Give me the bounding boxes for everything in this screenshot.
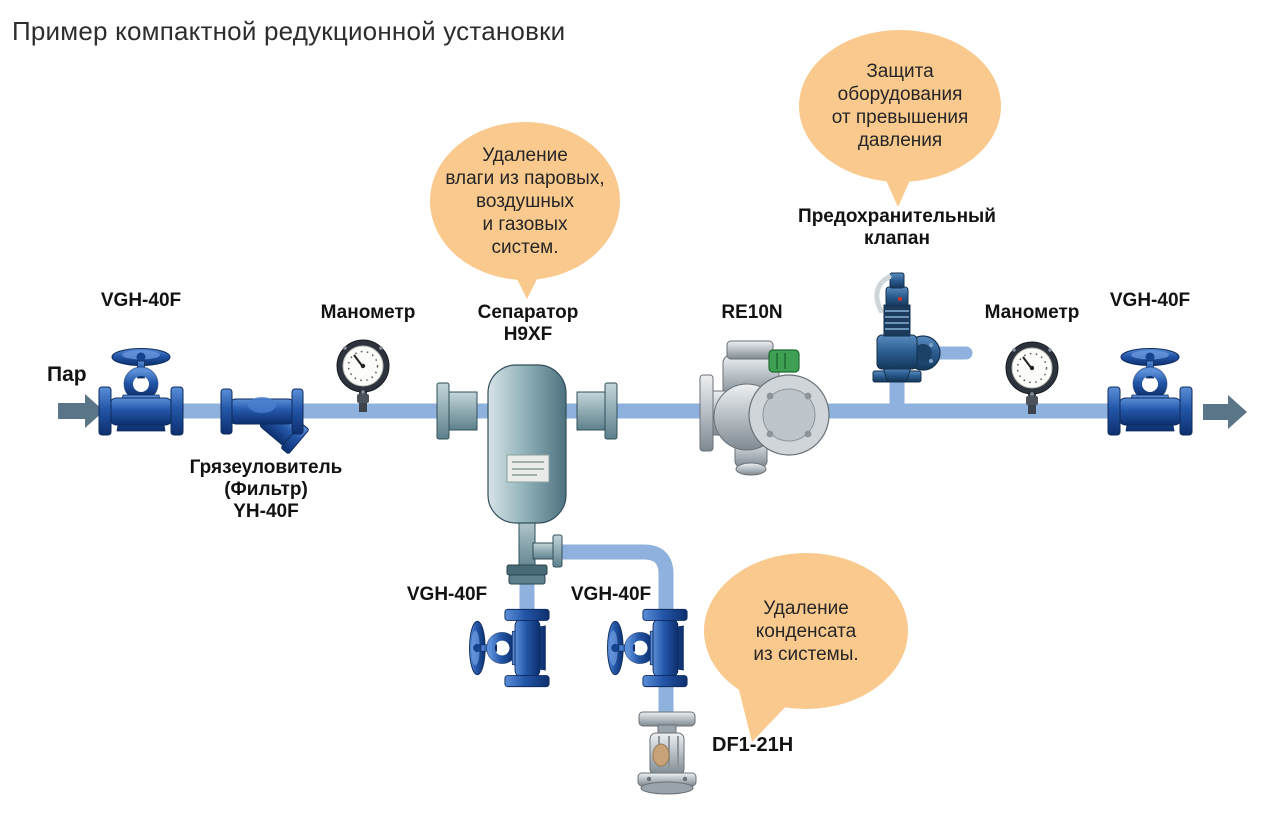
callout-moisture-removal: Удаление влаги из паровых, воздушных и г… bbox=[430, 122, 620, 280]
safety-valve-label-line1: Предохранительный bbox=[798, 206, 996, 227]
outlet-flow-arrow bbox=[1203, 395, 1247, 429]
inlet-valve-label: VGH-40F bbox=[100, 290, 182, 311]
reducing-valve-label: RE10N bbox=[721, 302, 783, 323]
callout-protection-line2: оборудования bbox=[837, 84, 963, 105]
drain-valve-left-icon bbox=[470, 609, 550, 686]
separator-icon bbox=[436, 364, 618, 585]
callout-protection-line1: Защита bbox=[866, 61, 934, 82]
callout-protection-line3: от превышения bbox=[831, 107, 969, 128]
outlet-valve-label: VGH-40F bbox=[1109, 290, 1191, 311]
page-title: Пример компактной редукционной установки bbox=[12, 16, 566, 46]
inlet-steam-label: Пар bbox=[47, 363, 87, 386]
separator-label: Сепаратор H9XF bbox=[478, 302, 579, 346]
callout-moisture-line3: воздушных bbox=[475, 190, 574, 212]
globe-valve-outlet-icon bbox=[1108, 349, 1192, 436]
safety-valve-icon bbox=[872, 272, 941, 383]
callout-moisture-line2: влаги из паровых, bbox=[445, 167, 605, 189]
drain-valve-right-icon bbox=[608, 609, 688, 686]
drain-valve-left-label: VGH-40F bbox=[406, 584, 488, 605]
steam-trap-label: DF1-21H bbox=[712, 734, 794, 756]
strainer-label-line2: (Фильтр) bbox=[224, 479, 308, 500]
strainer-label: Грязеуловитель (Фильтр) YH-40F bbox=[190, 457, 343, 523]
separator-label-line2: H9XF bbox=[503, 324, 553, 345]
separator-label-line1: Сепаратор bbox=[477, 302, 579, 323]
callout-moisture-line1: Удаление bbox=[482, 144, 568, 166]
steam-trap-icon bbox=[637, 711, 697, 795]
outlet-gauge-label: Манометр bbox=[984, 302, 1080, 323]
pressure-gauge-inlet-icon bbox=[336, 339, 390, 413]
callout-moisture-line5: систем. bbox=[491, 236, 559, 258]
callout-condensate-line3: из системы. bbox=[753, 643, 859, 665]
inlet-gauge-label: Манометр bbox=[320, 302, 416, 323]
strainer-label-line1: Грязеуловитель bbox=[189, 457, 343, 478]
callout-condensate-line1: Удаление bbox=[763, 597, 849, 619]
callout-protection-line4: давления bbox=[857, 130, 943, 151]
drain-valve-right-label: VGH-40F bbox=[570, 584, 652, 605]
callout-moisture-line4: и газовых bbox=[482, 213, 568, 235]
pressure-gauge-outlet-icon bbox=[1005, 341, 1059, 415]
y-strainer-icon bbox=[220, 388, 309, 454]
callout-condensate-removal: Удаление конденсата из системы. bbox=[704, 553, 908, 709]
strainer-label-line3: YH-40F bbox=[233, 501, 299, 522]
inlet-flow-arrow bbox=[58, 394, 104, 428]
safety-valve-label: Предохранительный клапан bbox=[798, 206, 996, 250]
callout-overpressure-protection: Защита оборудования от превышения давлен… bbox=[799, 30, 1001, 182]
callout-condensate-line2: конденсата bbox=[755, 620, 857, 642]
drain-pipe-right bbox=[545, 544, 674, 716]
reducing-valve-icon bbox=[699, 340, 830, 476]
globe-valve-inlet-icon bbox=[99, 349, 183, 436]
safety-valve-label-line2: клапан bbox=[864, 228, 930, 249]
